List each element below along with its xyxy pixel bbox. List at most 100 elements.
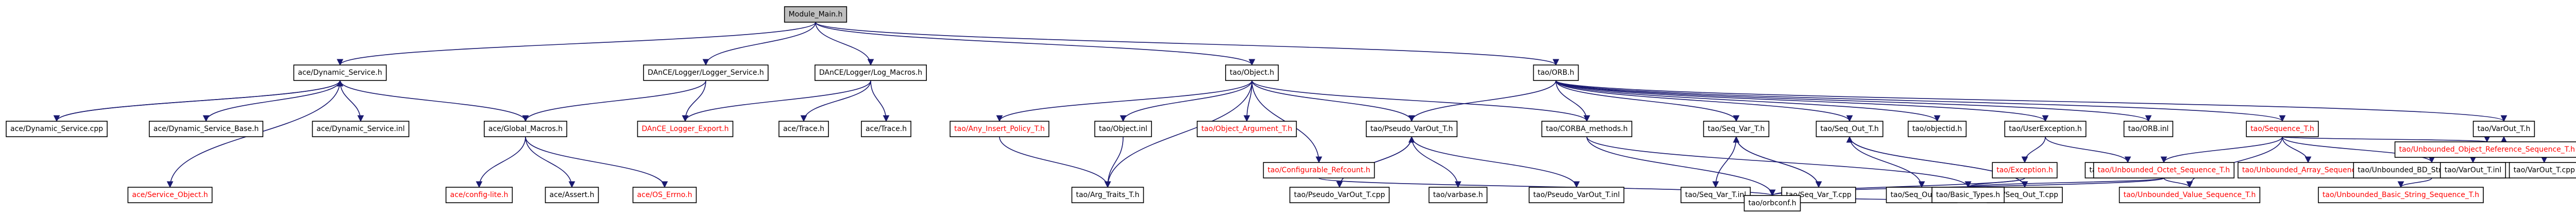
node-seqvarinl[interactable]: tao/Seq_Var_T.inl bbox=[1680, 187, 1751, 203]
node-label: ace/Service_Object.h bbox=[132, 191, 208, 199]
node-unbbasic[interactable]: tao/Unbounded_Basic_String_Sequence_T.h bbox=[2318, 187, 2484, 203]
node-seqout[interactable]: tao/Seq_Out_T.h bbox=[1816, 121, 1884, 137]
node-label: tao/Pseudo_VarOut_T.h bbox=[1370, 125, 1453, 133]
node-svcobj[interactable]: ace/Service_Object.h bbox=[127, 187, 213, 203]
node-box bbox=[1428, 187, 1488, 203]
include-edge-sequence-to-unbval bbox=[2186, 136, 2283, 188]
include-edge-root-to-orb bbox=[815, 22, 1559, 66]
node-box bbox=[2318, 187, 2484, 203]
node-box bbox=[1366, 121, 1458, 137]
node-objinl[interactable]: tao/Object.inl bbox=[1094, 121, 1152, 137]
node-box bbox=[484, 121, 567, 137]
include-edge-orb-to-varout bbox=[1555, 80, 2507, 122]
node-sequence[interactable]: tao/Sequence_T.h bbox=[2246, 121, 2319, 137]
include-edge-tao_obj-to-argtraits bbox=[1104, 80, 1252, 188]
node-box bbox=[2472, 121, 2535, 137]
node-label: ace/OS_Errno.h bbox=[637, 191, 692, 199]
node-argtraits[interactable]: tao/Arg_Traits_T.h bbox=[1071, 187, 1144, 203]
include-edge-globalmac-to-assert bbox=[525, 136, 575, 188]
edge-layer bbox=[53, 22, 2548, 203]
node-label: tao/Object.h bbox=[1230, 69, 1274, 77]
include-edge-loglog-to-ace_trace_h bbox=[870, 80, 890, 122]
include-edge-objinl-to-argtraits bbox=[1104, 136, 1124, 188]
node-dyninl[interactable]: ace/Dynamic_Service.inl bbox=[312, 121, 410, 137]
node-pseudoinl[interactable]: tao/Pseudo_VarOut_T.inl bbox=[1529, 187, 1624, 203]
node-anyinsert[interactable]: tao/Any_Insert_Policy_T.h bbox=[950, 121, 1049, 137]
include-edge-root-to-dynlog bbox=[702, 22, 816, 66]
node-seqvar[interactable]: tao/Seq_Var_T.h bbox=[1703, 121, 1770, 137]
node-varoutinl[interactable]: tao/VarOut_T.inl bbox=[2439, 162, 2506, 178]
node-label: tao/Pseudo_VarOut_T.cpp bbox=[1294, 191, 1385, 199]
node-varbase[interactable]: tao/varbase.h bbox=[1428, 187, 1488, 203]
include-edge-userex-to-userexinl bbox=[2045, 136, 2131, 164]
node-label: ace/Assert.h bbox=[550, 191, 595, 199]
node-acetrace[interactable]: ace/Trace.h bbox=[778, 121, 829, 137]
node-box bbox=[1992, 162, 2058, 178]
node-box bbox=[293, 64, 387, 81]
include-edge-unbobj-to-basic bbox=[1965, 177, 2164, 188]
node-oserrno[interactable]: ace/OS_Errno.h bbox=[632, 187, 697, 203]
node-basic[interactable]: tao/Basic_Types.h bbox=[1931, 187, 2005, 203]
include-edge-orb-to-sequence bbox=[1555, 80, 2285, 122]
include-edge-orb-to-pseudo bbox=[1408, 80, 1556, 122]
node-assert[interactable]: ace/Assert.h bbox=[545, 187, 599, 203]
node-box bbox=[1225, 64, 1279, 81]
node-box bbox=[312, 121, 410, 137]
node-tao_obj[interactable]: tao/Object.h bbox=[1225, 64, 1279, 81]
node-label: tao/Object_Argument_T.h bbox=[1201, 125, 1293, 133]
node-orbinl[interactable]: tao/ORB.inl bbox=[2123, 121, 2174, 137]
node-objectid[interactable]: tao/objectid.h bbox=[1907, 121, 1967, 137]
include-edge-tao_obj-to-corba bbox=[1251, 80, 1590, 122]
node-label: tao/Exception.h bbox=[1996, 166, 2053, 174]
node-orb[interactable]: tao/ORB.h bbox=[1533, 64, 1579, 81]
node-objarg[interactable]: tao/Object_Argument_T.h bbox=[1196, 121, 1297, 137]
node-box bbox=[632, 187, 697, 203]
node-box bbox=[778, 121, 829, 137]
node-box bbox=[1196, 121, 1297, 137]
node-box bbox=[2004, 121, 2087, 137]
include-edge-sequence-to-unbobj bbox=[2160, 136, 2283, 164]
node-corba[interactable]: tao/CORBA_methods.h bbox=[1541, 121, 1633, 137]
node-pseudocpp[interactable]: tao/Pseudo_VarOut_T.cpp bbox=[1289, 187, 1390, 203]
node-seqvarcpp[interactable]: tao/Seq_Var_T.cpp bbox=[1781, 187, 1856, 203]
include-edge-root-to-tao_obj bbox=[815, 22, 1256, 66]
node-label: tao/Any_Insert_Policy_T.h bbox=[954, 125, 1045, 133]
node-dynlog[interactable]: DAnCE/Logger/Logger_Service.h bbox=[643, 64, 769, 81]
include-edge-orb-to-orbinl bbox=[1555, 80, 2152, 122]
node-label: tao/Unbounded_Array_Sequence_T.h bbox=[2242, 166, 2374, 174]
node-label: ace/Global_Macros.h bbox=[488, 125, 563, 133]
node-box bbox=[861, 121, 911, 137]
node-label: tao/Unbounded_Basic_String_Sequence_T.h bbox=[2323, 191, 2479, 199]
node-varout[interactable]: tao/VarOut_T.h bbox=[2472, 121, 2535, 137]
node-box bbox=[445, 187, 513, 203]
node-label: tao/Unbounded_Octet_Sequence_T.h bbox=[2098, 166, 2230, 174]
node-confref[interactable]: tao/Configurable_Refcount.h bbox=[1263, 162, 1375, 178]
node-label: tao/Arg_Traits_T.h bbox=[1076, 191, 1139, 199]
node-pseudo[interactable]: tao/Pseudo_VarOut_T.h bbox=[1366, 121, 1458, 137]
node-box bbox=[148, 121, 264, 137]
node-dynbase[interactable]: ace/Dynamic_Service_Base.h bbox=[148, 121, 264, 137]
node-userex[interactable]: tao/UserException.h bbox=[2004, 121, 2087, 137]
node-box bbox=[637, 121, 734, 137]
node-box bbox=[1680, 187, 1751, 203]
node-dyn[interactable]: ace/Dynamic_Service.h bbox=[293, 64, 387, 81]
node-box bbox=[1541, 121, 1633, 137]
node-dance_export[interactable]: DAnCE_Logger_Export.h bbox=[637, 121, 734, 137]
node-dyncpp[interactable]: ace/Dynamic_Service.cpp bbox=[6, 121, 108, 137]
node-label: tao/VarOut_T.cpp bbox=[2514, 166, 2575, 174]
node-loglog[interactable]: DAnCE/Logger/Log_Macros.h bbox=[815, 64, 927, 81]
node-unbobj[interactable]: tao/Unbounded_Octet_Sequence_T.h bbox=[2093, 162, 2235, 178]
node-unbval[interactable]: tao/Unbounded_Value_Sequence_T.h bbox=[2119, 187, 2261, 203]
node-box bbox=[784, 6, 848, 23]
node-globalmac[interactable]: ace/Global_Macros.h bbox=[484, 121, 567, 137]
node-config[interactable]: ace/config-lite.h bbox=[445, 187, 513, 203]
node-unbobjref[interactable]: tao/Unbounded_Object_Reference_Sequence_… bbox=[2394, 141, 2576, 158]
node-orbconst[interactable]: tao/orbconf.h bbox=[1743, 195, 1801, 211]
node-exception[interactable]: tao/Exception.h bbox=[1992, 162, 2058, 178]
node-label: tao/Pseudo_VarOut_T.inl bbox=[1533, 191, 1620, 199]
node-box bbox=[1094, 121, 1152, 137]
node-varoutcpp[interactable]: tao/VarOut_T.cpp bbox=[2509, 162, 2576, 178]
node-ace_trace_h[interactable]: ace/Trace.h bbox=[861, 121, 911, 137]
